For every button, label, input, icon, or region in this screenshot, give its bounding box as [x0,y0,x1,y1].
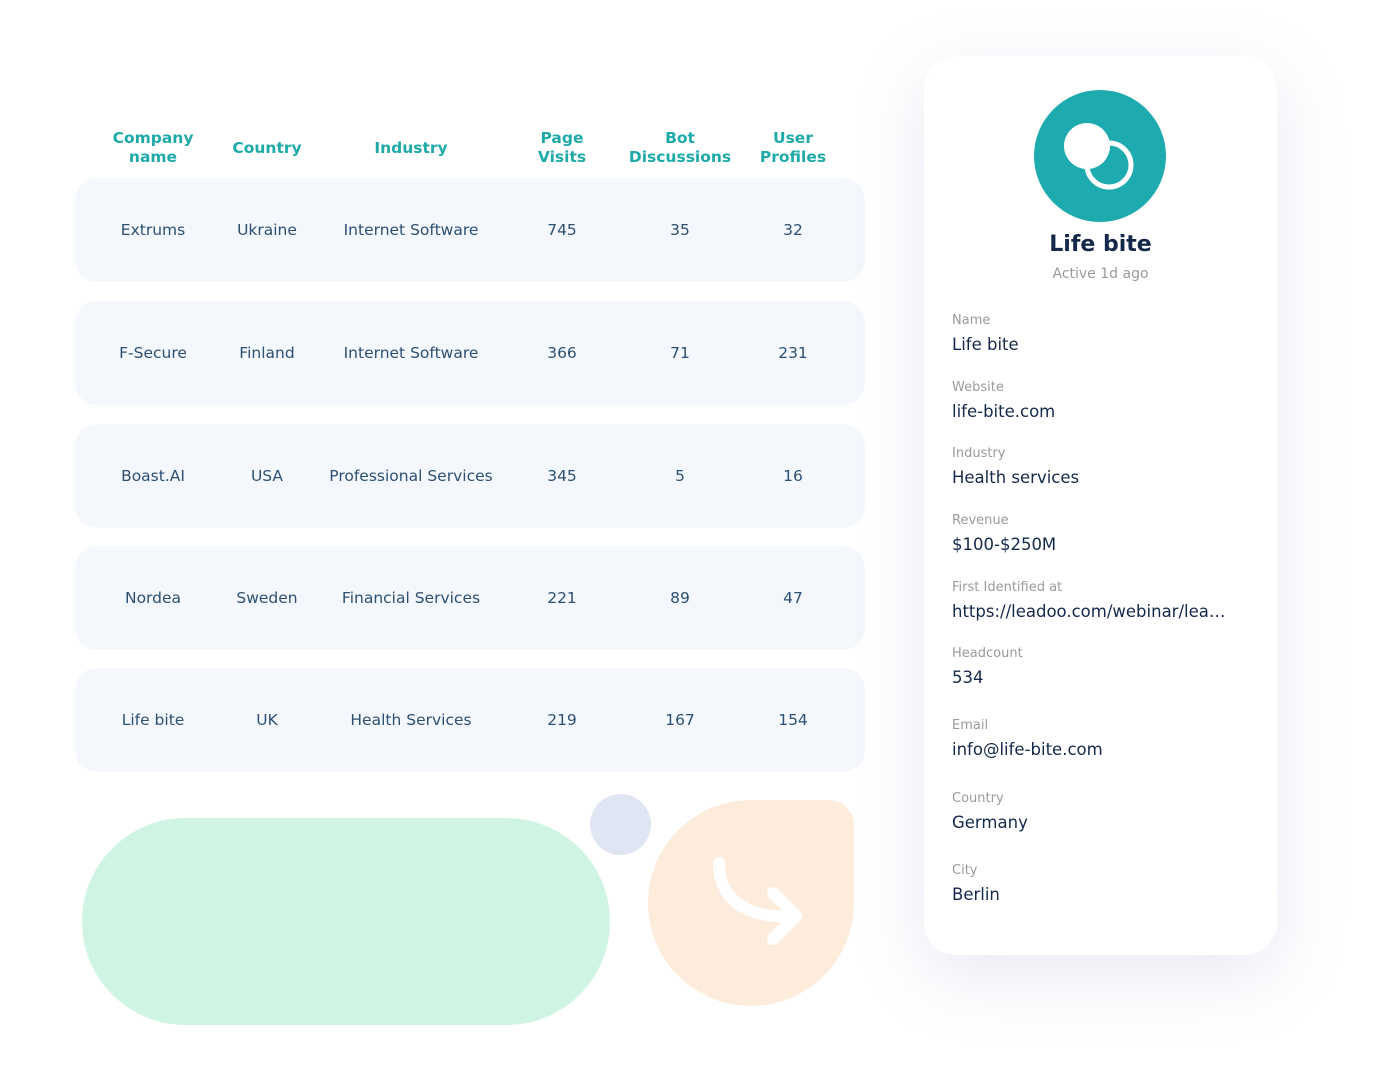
table-row[interactable]: Nordea Sweden Financial Services 221 89 … [75,546,865,650]
field-label: Revenue [952,513,1009,528]
field-value: 534 [952,668,984,687]
field-industry: Industry Health services [952,446,1252,487]
email-link[interactable]: info@life-bite.com [952,740,1103,759]
table-row[interactable]: Boast.AI USA Professional Services 345 5… [75,424,865,528]
field-first-identified-at: First Identified at https://leadoo.com/w… [952,580,1252,621]
field-label: City [952,863,978,878]
field-value: $100-$250M [952,535,1057,554]
field-label: Headcount [952,646,1023,661]
companies-table: Company name Country Industry Page Visit… [75,118,865,772]
overlapping-circles-logo-icon [1064,123,1134,190]
cell-page-visits: 745 [547,221,577,239]
cell-company: Extrums [120,221,186,239]
field-headcount: Headcount 534 [952,646,1252,687]
column-header-company-name[interactable]: Company name [112,129,194,166]
cell-country: Finland [239,344,295,362]
company-avatar [1034,90,1166,222]
first-identified-link[interactable]: https://leadoo.com/webinar/lead... [952,602,1232,621]
column-header-country[interactable]: Country [232,138,302,157]
column-header-bot-discussions[interactable]: Bot Discussions [628,129,732,166]
field-city: City Berlin [952,863,1252,904]
cell-user-profiles: 154 [778,711,808,729]
field-revenue: Revenue $100-$250M [952,513,1252,554]
cell-page-visits: 366 [547,344,577,362]
cell-country: USA [250,467,284,485]
field-label: Website [952,380,1004,395]
cell-country: UK [256,711,278,729]
table-row[interactable]: Extrums Ukraine Internet Software 745 35… [75,178,865,282]
cell-page-visits: 345 [547,467,577,485]
cell-page-visits: 221 [547,589,577,607]
cell-country: Sweden [236,589,298,607]
cell-bot-discussions: 5 [675,467,685,485]
table-header: Company name Country Industry Page Visit… [75,118,865,178]
decorative-green-pill [82,818,610,1025]
cell-company: Boast.AI [121,467,185,485]
cell-page-visits: 219 [547,711,577,729]
cell-company: Nordea [124,589,182,607]
decorative-blue-dot [590,794,651,855]
table-row[interactable]: F-Secure Finland Internet Software 366 7… [75,301,865,405]
cell-bot-discussions: 89 [670,589,690,607]
field-label: Industry [952,446,1006,461]
cell-bot-discussions: 167 [665,711,695,729]
cell-industry: Professional Services [329,467,493,485]
field-label: Email [952,718,989,733]
table-row[interactable]: Life bite UK Health Services 219 167 154 [75,668,865,772]
cell-industry: Internet Software [343,221,479,239]
cell-user-profiles: 32 [783,221,803,239]
cell-user-profiles: 231 [778,344,808,362]
column-header-user-profiles[interactable]: User Profiles [759,129,827,166]
profile-status: Active 1d ago [1052,266,1149,282]
profile-title: Life bite [1049,232,1152,257]
cell-company: F-Secure [119,344,187,362]
field-label: Name [952,313,991,328]
cell-bot-discussions: 71 [670,344,690,362]
field-value: Germany [952,813,1028,832]
field-value: Berlin [952,885,1000,904]
field-value: Life bite [952,335,1019,354]
cell-user-profiles: 47 [783,589,803,607]
cell-industry: Health Services [350,711,472,729]
cell-bot-discussions: 35 [670,221,690,239]
column-header-industry[interactable]: Industry [374,138,448,157]
field-email: Email info@life-bite.com [952,718,1252,759]
field-label: Country [952,791,1004,806]
field-country: Country Germany [952,791,1252,832]
field-name: Name Life bite [952,313,1252,354]
website-link[interactable]: life-bite.com [952,402,1056,421]
curved-arrow-right-icon [713,857,802,945]
cell-industry: Internet Software [343,344,479,362]
decorative-peach-shape [648,800,854,1006]
field-value: Health services [952,468,1080,487]
cell-country: Ukraine [237,221,297,239]
cell-company: Life bite [121,711,185,729]
column-header-page-visits[interactable]: Page Visits [537,129,587,166]
cell-industry: Financial Services [341,589,481,607]
cell-user-profiles: 16 [783,467,803,485]
field-website: Website life-bite.com [952,380,1252,421]
field-label: First Identified at [952,580,1063,595]
